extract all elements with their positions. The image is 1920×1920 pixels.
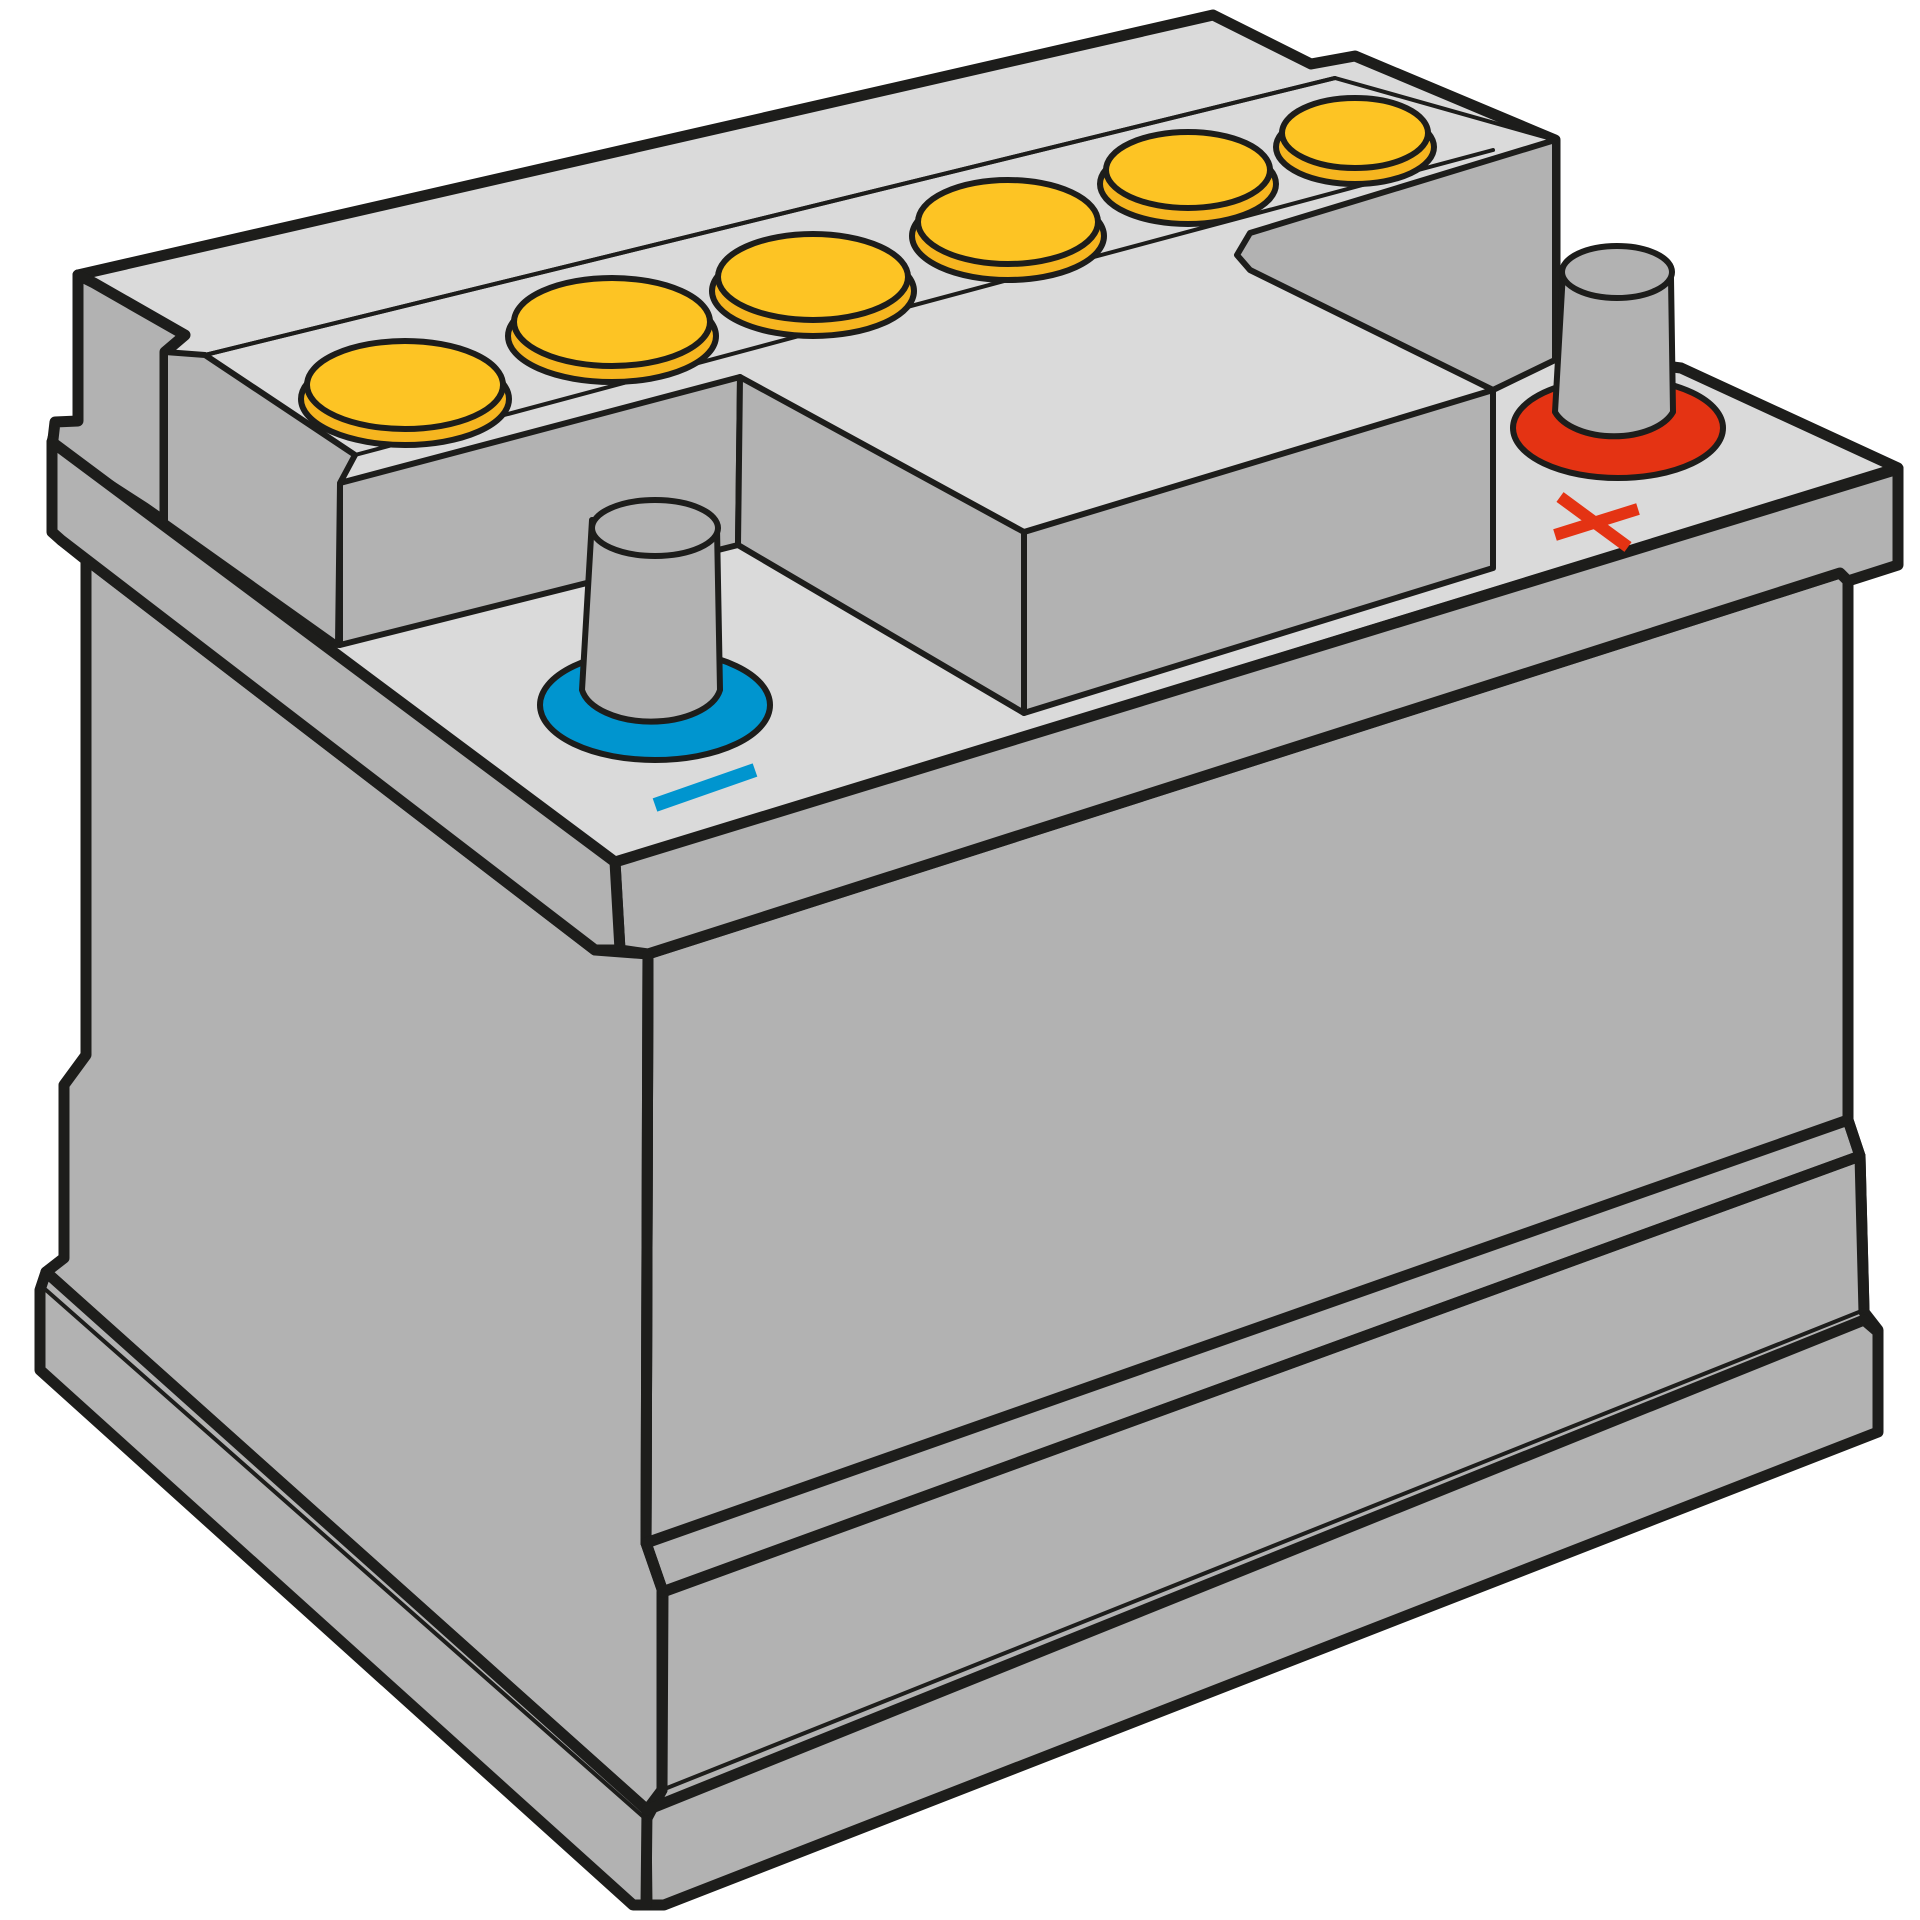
cover-block-right-face [1021, 387, 1496, 716]
plus-sign-icon [1553, 492, 1640, 552]
skirt-line [640, 1114, 1866, 1598]
negative-terminal-icon [537, 497, 773, 763]
cell-cap-icon [709, 231, 917, 339]
cell-cap-icon [909, 177, 1107, 283]
rear-housing [1234, 137, 1558, 393]
lid-groove [353, 148, 1495, 457]
positive-terminal-icon [1510, 243, 1726, 481]
cell-cap-icon [1097, 129, 1279, 227]
front-corner-edge-lower [656, 1586, 669, 1796]
lid-groove-2 [203, 76, 1337, 357]
front-corner-edge [640, 948, 654, 1549]
lid-rim-left [46, 436, 626, 956]
base-band-line [641, 1314, 1884, 1816]
cell-cap-icon [298, 338, 512, 448]
cell-cap-icon [505, 275, 719, 385]
base-band-line-left [44, 1288, 649, 1822]
cell-cap-icon [1273, 95, 1437, 187]
cell-caps [298, 95, 1437, 448]
base-band-line-2 [660, 1308, 1866, 1792]
minus-sign-icon [652, 763, 758, 812]
